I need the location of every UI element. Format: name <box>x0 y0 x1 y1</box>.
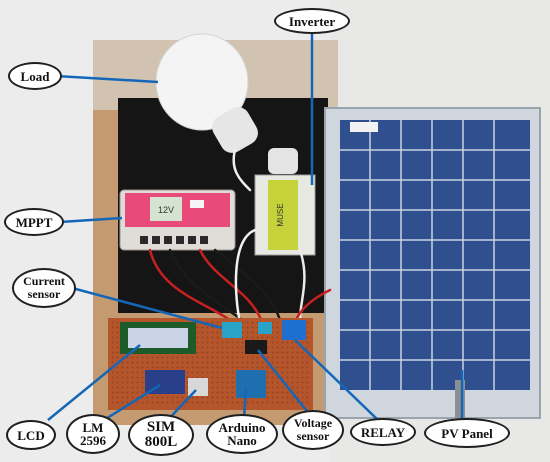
pv-panel-sticker <box>350 122 378 132</box>
mppt-usb <box>190 200 204 208</box>
bulb-base <box>212 107 258 153</box>
sim800l-module <box>188 378 208 396</box>
label-mppt: MPPT <box>4 208 64 236</box>
inverter-plug <box>268 148 298 174</box>
label-pv-panel: PV Panel <box>424 418 510 448</box>
wiring <box>148 148 332 324</box>
lcd-screen <box>128 328 188 348</box>
label-current-sensor: Current sensor <box>12 268 76 308</box>
leader-lines <box>47 32 464 425</box>
label-load: Load <box>8 62 62 90</box>
label-lcd: LCD <box>6 420 56 450</box>
inverter-brand: MUSE <box>276 203 285 226</box>
arduino-nano-board <box>236 370 266 398</box>
pv-cell-grid <box>340 120 530 390</box>
label-lm2596: LM 2596 <box>66 414 120 454</box>
mppt-display-value: 12V <box>158 205 174 215</box>
mppt-terminals <box>140 236 208 244</box>
label-arduino-nano: Arduino Nano <box>206 414 278 454</box>
label-voltage-sensor: Voltage sensor <box>282 410 344 450</box>
label-sim800l: SIM 800L <box>128 414 194 456</box>
label-inverter: Inverter <box>274 8 350 34</box>
current-sensor-module <box>222 322 242 338</box>
mppt-lcd <box>150 197 182 221</box>
pv-panel-cells-area <box>340 120 530 390</box>
relay-module <box>282 320 306 340</box>
inverter-label <box>268 180 298 250</box>
pv-panel-stand <box>455 380 465 420</box>
terminal-block <box>258 322 272 334</box>
voltage-sensor-module <box>245 340 267 354</box>
label-relay: RELAY <box>350 418 416 446</box>
